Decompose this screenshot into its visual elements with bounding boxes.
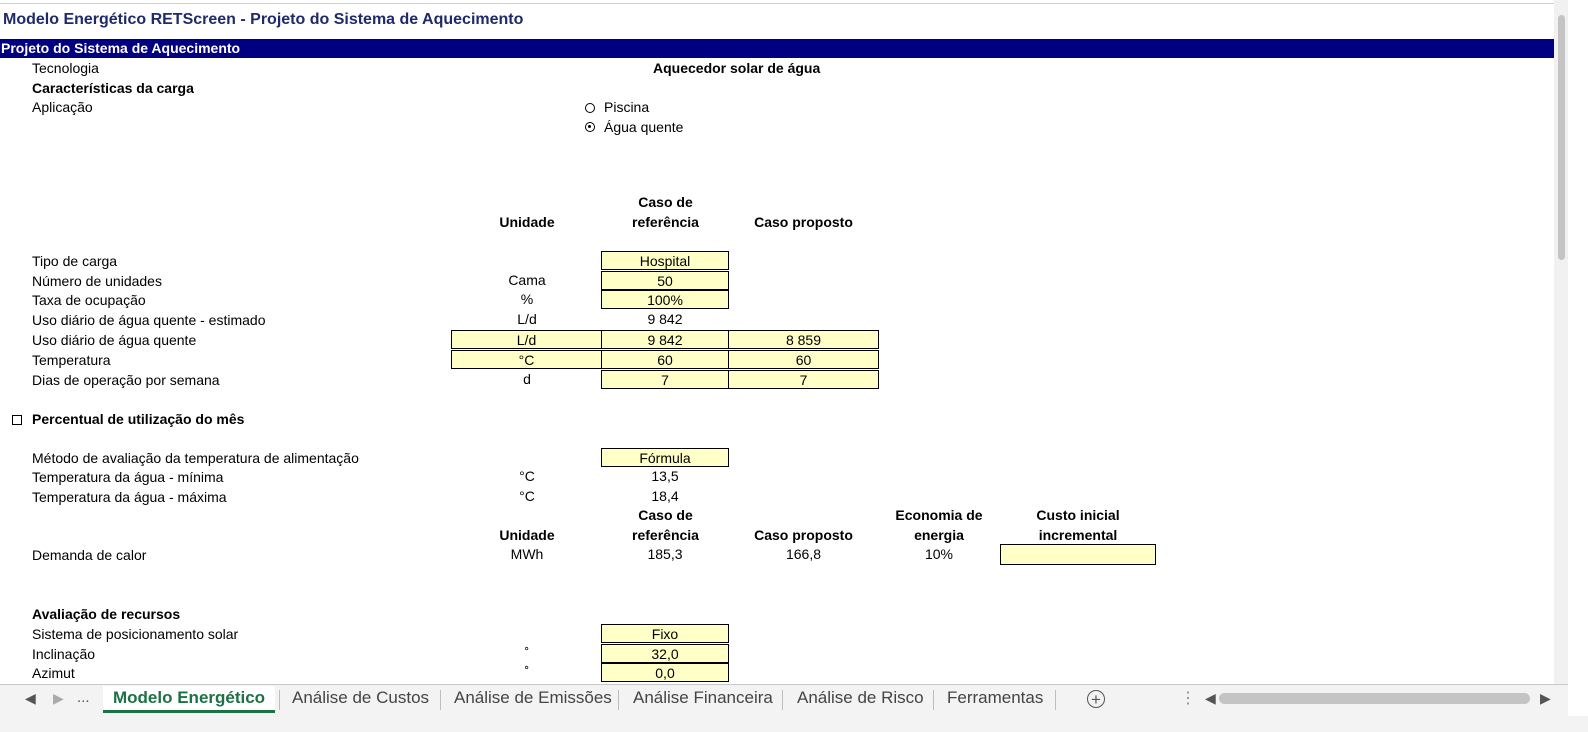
tecnologia-value: Aquecedor solar de água: [653, 60, 821, 76]
header-caso-proposto: Caso proposto: [754, 527, 853, 543]
inclinacao-input[interactable]: 32,0: [601, 644, 729, 663]
tab-separator: [1055, 690, 1056, 710]
dias-prop-input[interactable]: 7: [728, 370, 879, 389]
section-title: Projeto do Sistema de Aquecimento: [1, 40, 241, 56]
header-economia-line1: Economia de: [895, 507, 983, 523]
utilizacao-checkbox[interactable]: [12, 415, 22, 425]
demanda-prop-value: 166,8: [785, 546, 822, 562]
window-top-border: [0, 3, 1568, 4]
tab-separator: [279, 690, 280, 710]
scroll-right-icon[interactable]: ▶: [1540, 690, 1551, 706]
metodo-avaliacao-select[interactable]: Fórmula: [601, 448, 729, 467]
uso-diario-prop-input[interactable]: 8 859: [728, 330, 879, 349]
tab-analise-emissoes[interactable]: Análise de Emissões: [454, 688, 612, 707]
demanda-ref-value: 185,3: [647, 546, 683, 562]
row-unit: ˚: [524, 664, 530, 680]
row-unit: MWh: [510, 546, 544, 562]
page-title: Modelo Energético RETScreen - Projeto do…: [3, 11, 524, 28]
taxa-ocupacao-input[interactable]: 100%: [601, 290, 729, 309]
tab-analise-risco[interactable]: Análise de Risco: [797, 688, 924, 707]
vertical-scrollbar-thumb[interactable]: [1558, 15, 1565, 260]
azimut-input[interactable]: 0,0: [601, 663, 729, 682]
header-custo-line2: incremental: [1038, 527, 1118, 543]
tecnologia-label: Tecnologia: [32, 60, 99, 76]
aplicacao-label: Aplicação: [32, 99, 93, 115]
row-label: Temperatura da água - mínima: [32, 469, 224, 485]
header-unidade: Unidade: [499, 214, 555, 230]
carga-heading: Características da carga: [32, 80, 194, 96]
horizontal-scrollbar-thumb[interactable]: [1219, 693, 1530, 704]
tipo-carga-select[interactable]: Hospital: [601, 251, 729, 270]
tab-separator: [618, 690, 619, 710]
row-label: Uso diário de água quente - estimado: [32, 312, 266, 328]
row-unit: d: [523, 371, 531, 387]
uso-diario-unit-select[interactable]: L/d: [451, 330, 602, 349]
radio-agua-quente[interactable]: [585, 122, 595, 132]
row-label: Método de avaliação da temperatura de al…: [32, 450, 359, 466]
row-label: Temperatura da água - máxima: [32, 489, 227, 505]
status-bar: [0, 716, 1588, 732]
tab-analise-custos[interactable]: Análise de Custos: [292, 688, 430, 707]
header-caso-ref-line1: Caso de: [638, 507, 693, 523]
row-label: Sistema de posicionamento solar: [32, 626, 239, 642]
tab-separator: [782, 690, 783, 710]
header-caso-ref-line2: referência: [632, 214, 699, 230]
option-agua-quente-label: Água quente: [604, 119, 684, 135]
row-unit: %: [520, 291, 534, 307]
uso-diario-ref-input[interactable]: 9 842: [601, 330, 729, 349]
header-unidade: Unidade: [499, 527, 555, 543]
temp-min-value: 13,5: [651, 468, 679, 484]
temperatura-ref-input[interactable]: 60: [601, 350, 729, 369]
row-unit: °C: [519, 488, 535, 504]
numero-unidades-input[interactable]: 50: [601, 271, 729, 290]
header-caso-proposto: Caso proposto: [754, 214, 853, 230]
economia-value: 10%: [924, 546, 954, 562]
row-label: Inclinação: [32, 646, 96, 662]
scroll-left-icon[interactable]: ◀: [1205, 690, 1216, 706]
header-custo-line1: Custo inicial: [1036, 507, 1120, 523]
tab-modelo-energetico[interactable]: Modelo Energético: [103, 686, 276, 713]
posicionamento-select[interactable]: Fixo: [601, 624, 729, 643]
row-label: Número de unidades: [32, 273, 162, 289]
tab-separator: [933, 690, 934, 710]
row-label: Dias de operação por semana: [32, 372, 220, 388]
next-sheet-icon[interactable]: ▶: [53, 690, 64, 706]
row-label: Tipo de carga: [32, 253, 118, 269]
radio-piscina[interactable]: [585, 103, 595, 113]
temp-max-value: 18,4: [651, 488, 679, 504]
row-label: Taxa de ocupação: [32, 292, 146, 308]
temperatura-prop-input[interactable]: 60: [728, 350, 879, 369]
dias-ref-input[interactable]: 7: [601, 370, 729, 389]
utilizacao-label: Percentual de utilização do mês: [32, 411, 245, 427]
tab-separator: [440, 690, 441, 710]
split-handle-icon[interactable]: ⋮: [1180, 690, 1196, 707]
right-edge: [1568, 0, 1588, 732]
option-piscina-label: Piscina: [604, 99, 650, 115]
section-header-bar: Projeto do Sistema de Aquecimento: [0, 39, 1554, 58]
custo-incremental-input[interactable]: [1000, 544, 1156, 565]
recursos-heading: Avaliação de recursos: [32, 606, 181, 622]
row-label: Demanda de calor: [32, 547, 147, 563]
row-unit: Cama: [508, 272, 546, 288]
row-label: Temperatura: [32, 352, 111, 368]
add-sheet-icon[interactable]: +: [1087, 690, 1105, 708]
row-unit: L/d: [517, 311, 537, 327]
prev-sheet-icon[interactable]: ◀: [25, 690, 36, 706]
row-label: Azimut: [32, 665, 75, 681]
header-economia-line2: energia: [914, 527, 964, 543]
header-caso-ref-line1: Caso de: [638, 194, 693, 210]
header-caso-ref-line2: referência: [632, 527, 699, 543]
uso-estimado-value: 9 842: [647, 311, 683, 327]
more-sheets-button[interactable]: ...: [77, 689, 90, 706]
row-label: Uso diário de água quente: [32, 332, 197, 348]
tab-ferramentas[interactable]: Ferramentas: [947, 688, 1044, 707]
tab-analise-financeira[interactable]: Análise Financeira: [633, 688, 773, 707]
row-unit: ˚: [524, 645, 530, 661]
temperatura-unit-select[interactable]: °C: [451, 350, 602, 369]
row-unit: °C: [519, 468, 535, 484]
